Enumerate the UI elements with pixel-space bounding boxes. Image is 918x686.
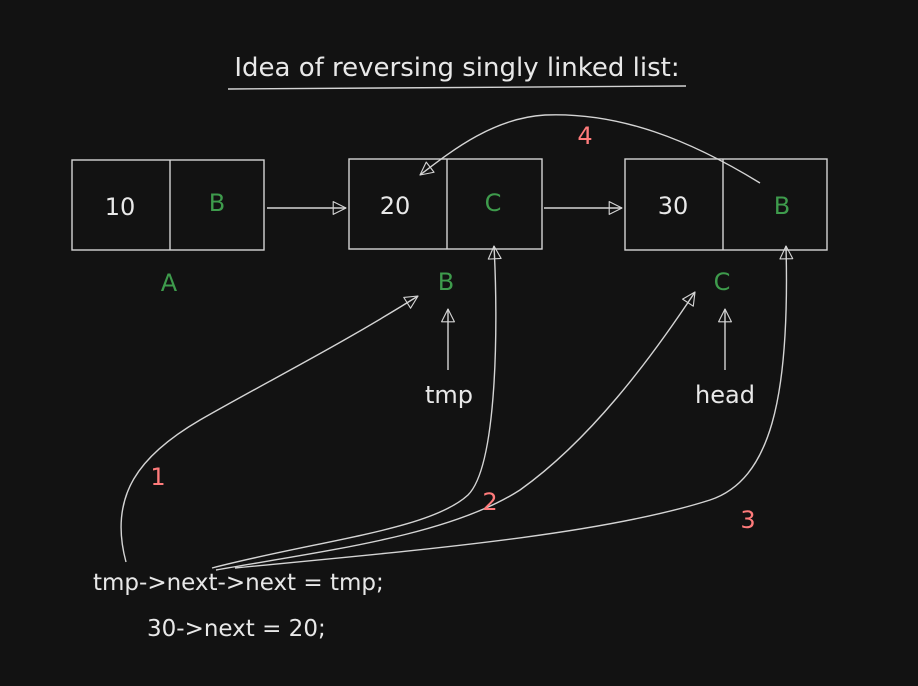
node-b-value: 20 — [380, 192, 411, 220]
arrow-step-4 — [419, 114, 761, 184]
arrow-step-3 — [234, 245, 794, 569]
node-a-value: 10 — [105, 193, 136, 221]
node-b-label: B — [438, 268, 454, 296]
node-c: 30 B C — [624, 158, 828, 296]
node-a-next: B — [209, 189, 225, 217]
node-a-label: A — [161, 269, 178, 297]
node-b-next: C — [485, 189, 502, 217]
step-number-2: 2 — [482, 488, 497, 516]
node-c-next: B — [774, 192, 790, 220]
code-line-1: tmp->next->next = tmp; — [93, 570, 384, 596]
title-underline — [227, 85, 687, 90]
arrow-step-2-to-c — [215, 291, 696, 571]
node-b-box — [348, 158, 543, 250]
code-line-2: 30->next = 20; — [147, 616, 326, 642]
node-c-value: 30 — [658, 192, 689, 220]
arrow-step-2-to-b-next — [211, 245, 502, 569]
node-c-box — [624, 158, 828, 251]
tmp-variable-label: tmp — [425, 381, 473, 409]
head-variable-label: head — [695, 381, 755, 409]
node-b: 20 C B — [348, 158, 543, 296]
step-number-1: 1 — [150, 463, 165, 491]
diagram-title: Idea of reversing singly linked list: — [234, 53, 679, 83]
node-c-label: C — [714, 268, 731, 296]
node-a: 10 B A — [71, 159, 265, 297]
step-number-3: 3 — [740, 506, 755, 534]
node-a-box — [71, 159, 265, 251]
arrow-step-1 — [120, 295, 419, 563]
step-number-4: 4 — [577, 122, 592, 150]
